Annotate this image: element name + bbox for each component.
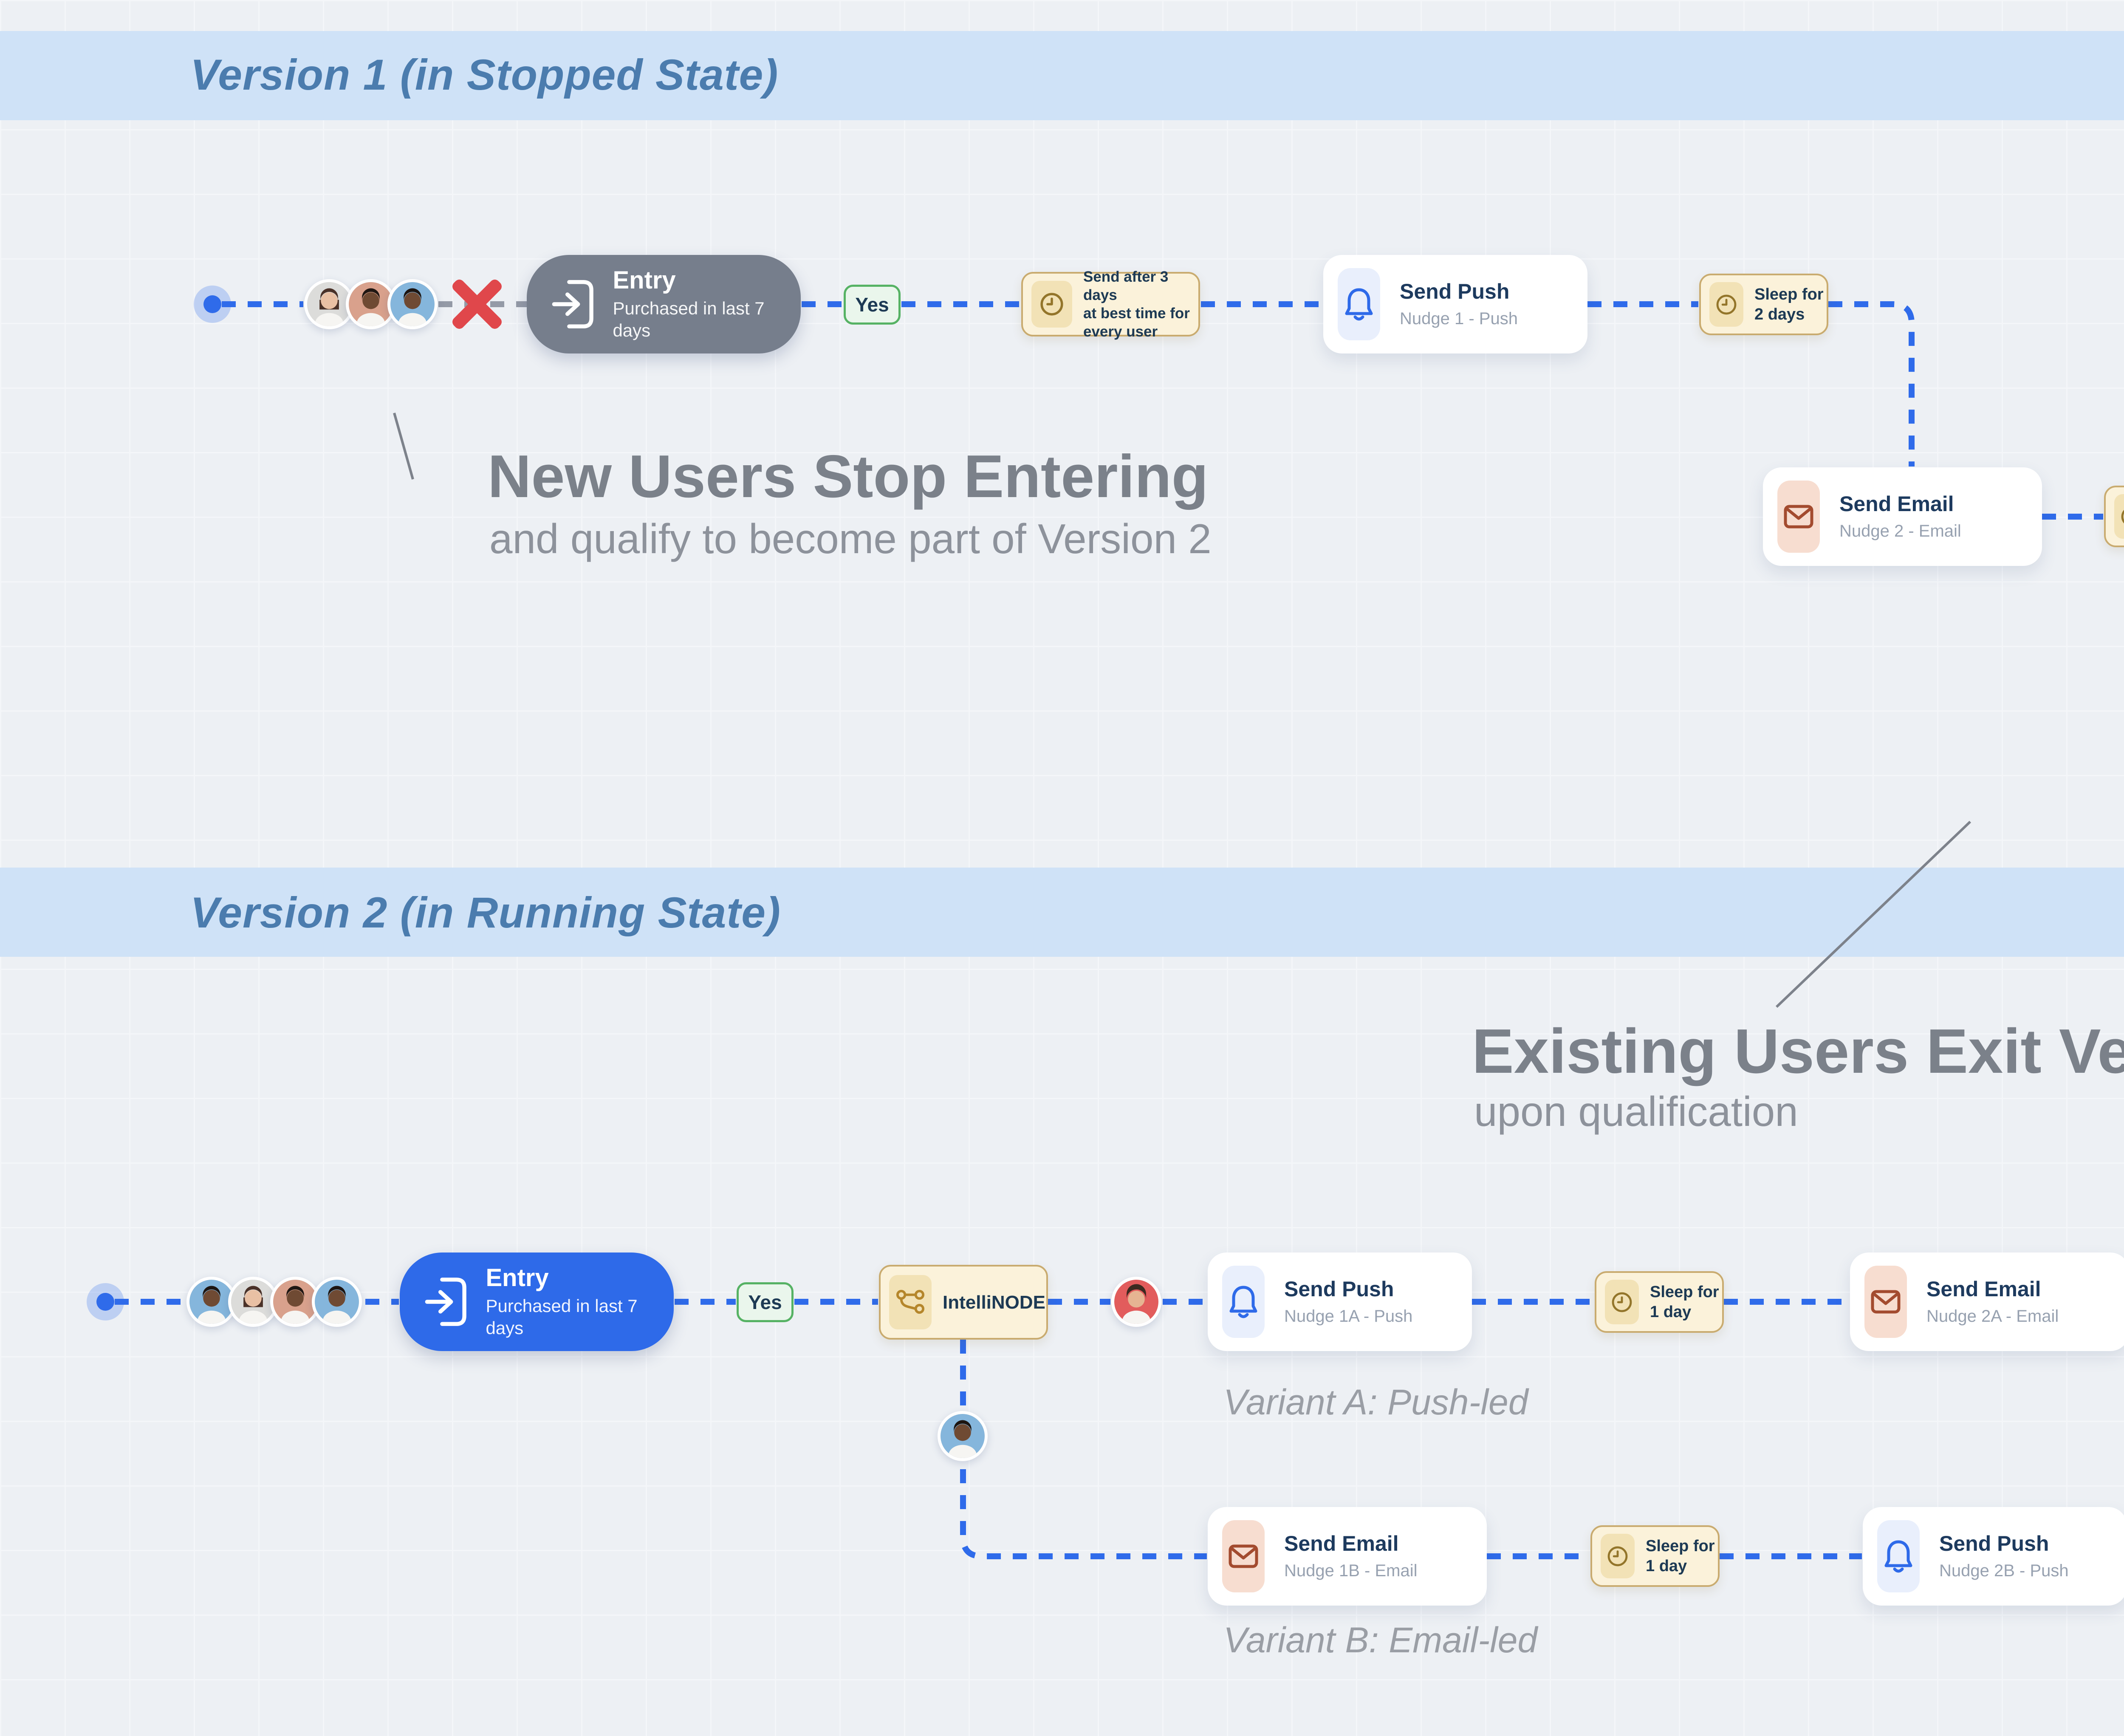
clock-icon (1605, 1280, 1639, 1324)
variant-a-label: Variant A: Push-led (1223, 1382, 1528, 1422)
clock-icon (1601, 1534, 1635, 1578)
send-email-node-2a[interactable]: Send Email Nudge 2A - Email (1850, 1253, 2124, 1351)
user-avatar (1111, 1277, 1161, 1327)
annotation-stop-subtitle: and qualify to become part of Version 2 (489, 515, 1212, 562)
push-bell-icon (1877, 1520, 1920, 1592)
version1-title: Version 1 (in Stopped State) (190, 51, 779, 99)
clock-icon (1031, 281, 1072, 328)
annotation-exit-title: Existing Users Exit Version 1 & Enter Ve… (1472, 1016, 2124, 1086)
version2-title: Version 2 (in Running State) (190, 888, 781, 937)
email-envelope-icon (1222, 1520, 1265, 1592)
email-envelope-icon (1777, 481, 1820, 553)
entry-node-v1[interactable]: Entry Purchased in last 7 days (527, 255, 801, 353)
card-title: Send Email (1839, 492, 1954, 516)
flow-start-dot (96, 1293, 114, 1311)
intellinode-label: IntelliNODE (943, 1292, 1046, 1313)
intellinode[interactable]: IntelliNODE (879, 1265, 1048, 1340)
user-avatar (312, 1277, 362, 1327)
sleep-node-4days[interactable]: Sleep for 4 days (2104, 486, 2124, 547)
card-subtitle: Nudge 2B - Push (1939, 1561, 2069, 1580)
flow-start-dot (203, 295, 221, 313)
version1-band (0, 31, 2124, 120)
sleep-line1: Sleep for (1646, 1537, 1715, 1555)
push-bell-icon (1222, 1266, 1265, 1338)
card-title: Send Email (1284, 1532, 1399, 1555)
card-title: Send Push (1284, 1277, 1394, 1301)
entry-subtitle: Purchased in last 7 days (613, 298, 765, 340)
user-avatar (387, 279, 438, 329)
sleep-line1: Sleep for (1650, 1283, 1719, 1301)
entry-node-v2[interactable]: Entry Purchased in last 7 days (400, 1253, 674, 1351)
send-push-node-1[interactable]: Send Push Nudge 1 - Push (1323, 255, 1587, 353)
entry-subtitle: Purchased in last 7 days (486, 1296, 638, 1338)
annotation-exit-subtitle: upon qualification (1474, 1088, 1798, 1135)
sleep-line1: Sleep for (1754, 285, 1824, 303)
yes-branch-badge-v1[interactable]: Yes (844, 285, 901, 325)
entry-title: Entry (613, 266, 676, 294)
branch-split-icon (889, 1275, 932, 1329)
yes-branch-badge-v2[interactable]: Yes (737, 1282, 794, 1322)
send-after-line3: every user (1083, 323, 1158, 340)
entry-icon (425, 1278, 466, 1326)
card-title: Send Push (1400, 280, 1510, 303)
email-envelope-icon (1864, 1266, 1907, 1338)
send-email-node-2[interactable]: Send Email Nudge 2 - Email (1763, 467, 2042, 566)
push-bell-icon (1338, 268, 1380, 340)
send-push-node-2b[interactable]: Send Push Nudge 2B - Push (1863, 1507, 2124, 1606)
variant-b-label: Variant B: Email-led (1223, 1620, 1538, 1660)
user-avatar (938, 1411, 988, 1461)
sleep-line2: 1 day (1650, 1303, 1692, 1321)
card-subtitle: Nudge 2 - Email (1839, 522, 1961, 540)
sleep-node-1day-b[interactable]: Sleep for 1 day (1590, 1525, 1720, 1587)
send-after-line2: at best time for (1083, 305, 1190, 322)
sleep-node-1day-a[interactable]: Sleep for 1 day (1595, 1271, 1724, 1333)
card-title: Send Push (1939, 1532, 2049, 1555)
entry-icon (552, 280, 593, 328)
card-subtitle: Nudge 2A - Email (1926, 1307, 2059, 1326)
card-title: Send Email (1926, 1277, 2041, 1301)
version2-band (0, 868, 2124, 957)
card-subtitle: Nudge 1 - Push (1400, 309, 1518, 328)
send-after-line1: Send after 3 days (1083, 269, 1169, 303)
annotation-stop-title: New Users Stop Entering (488, 443, 1209, 510)
clock-icon (1709, 282, 1743, 327)
sleep-node-2days[interactable]: Sleep for 2 days (1699, 274, 1828, 335)
sleep-line2: 2 days (1754, 305, 1805, 323)
send-push-node-1a[interactable]: Send Push Nudge 1A - Push (1208, 1253, 1472, 1351)
sleep-line2: 1 day (1646, 1557, 1687, 1575)
card-subtitle: Nudge 1B - Email (1284, 1561, 1418, 1580)
yes-label: Yes (855, 294, 889, 316)
clock-icon (2114, 494, 2124, 539)
card-subtitle: Nudge 1A - Push (1284, 1307, 1413, 1326)
send-after-node[interactable]: Send after 3 days at best time for every… (1021, 269, 1200, 340)
yes-label: Yes (748, 1291, 782, 1313)
blocked-x-icon (449, 276, 505, 332)
entry-title: Entry (486, 1264, 549, 1292)
send-email-node-1b[interactable]: Send Email Nudge 1B - Email (1208, 1507, 1487, 1606)
